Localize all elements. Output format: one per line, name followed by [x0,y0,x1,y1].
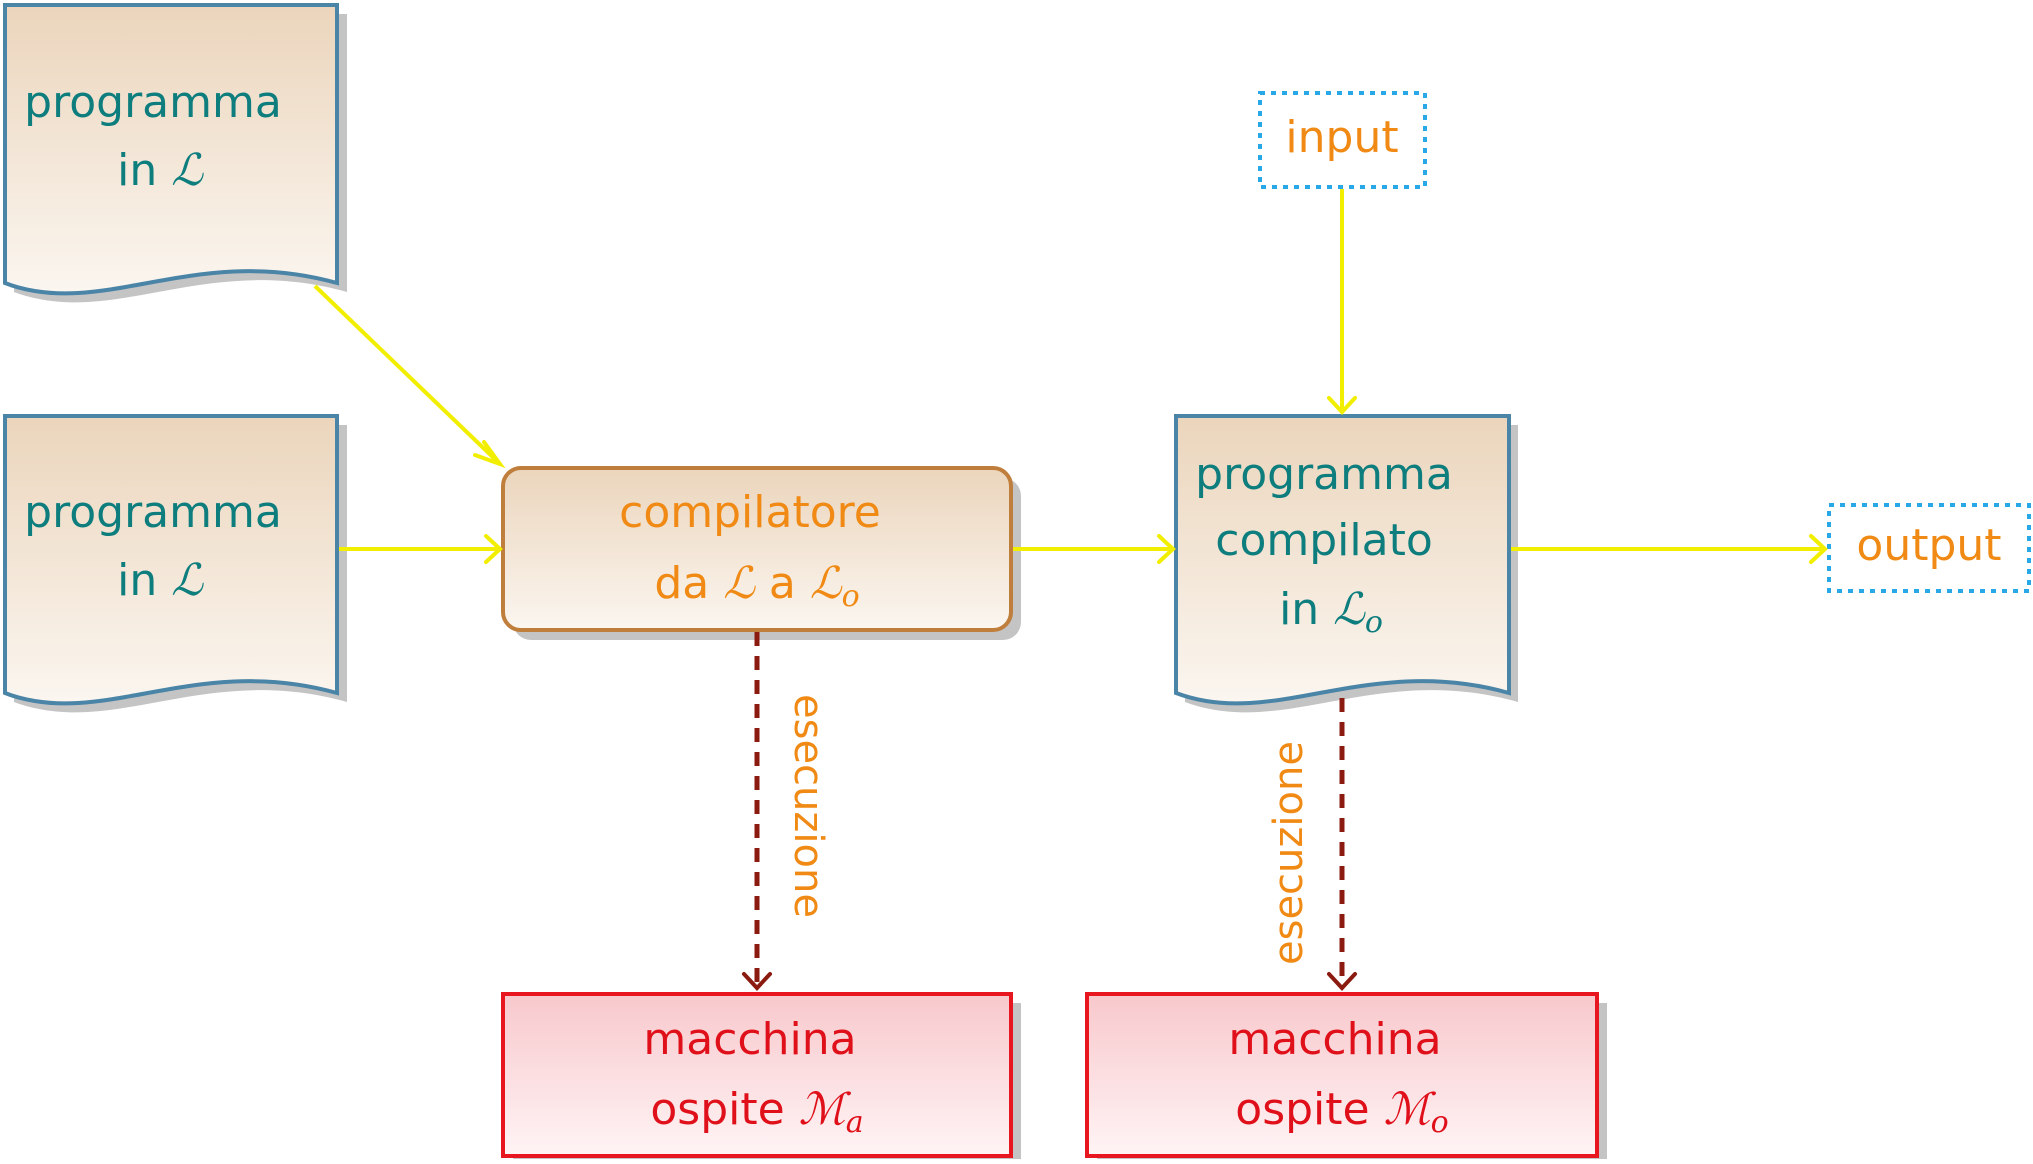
input-label: input [1285,112,1398,163]
svg-text:programma compilato: programma compilato in ℒo [1195,449,1467,640]
machine-a-node: macchina ospite ℳa [501,992,1021,1159]
input-shape [1258,91,1427,189]
yellow-arrows [313,189,1828,564]
doc-mid-line1: programma [24,487,282,538]
exec-arrow-right: esecuzione [1266,698,1357,991]
machine-a-shape [501,992,1013,1158]
exec-left-label: esecuzione [785,694,831,918]
machine-o-line1: macchina [1228,1014,1441,1065]
compiled-node: programma compilato in ℒo [1174,414,1518,713]
arrow-compiler-to-compiled [1013,534,1176,564]
compiled-line2: compilato [1215,515,1433,566]
doc-top-shape [3,3,339,296]
machine-o-line2: ospite ℳo [1235,1084,1448,1140]
compiler-line1: compilatore [619,487,881,538]
output-shape [1827,503,2031,593]
compiled-line3: in ℒo [1279,584,1383,640]
compiled-line1: programma [1195,449,1453,500]
doc-mid-node: programma in ℒ [3,414,347,713]
doc-top-line1: programma [24,77,282,128]
svg-text:programma in ℒ: programma in ℒ [24,487,296,606]
compiler-node: compilatore da ℒ a ℒo [501,466,1021,640]
exec-right-label: esecuzione [1266,741,1312,965]
machine-a-line1: macchina [643,1014,856,1065]
svg-text:macchina ospite ℳo: macchina ospite ℳo [1228,1014,1455,1140]
arrow-input-to-compiled [1327,189,1357,415]
machine-o-node: macchina ospite ℳo [1085,992,1607,1159]
doc-top-line2: in ℒ [117,145,204,196]
svg-text:compilatore da ℒ a ℒo: compilatore da ℒ a ℒo [619,487,895,614]
svg-text:programma in ℒ: programma in ℒ [24,77,296,196]
output-node: output [1827,503,2031,593]
output-label: output [1856,520,2001,571]
doc-mid-line2: in ℒ [117,555,204,606]
compiler-line2: da ℒ a ℒo [654,558,859,614]
arrow-doc-mid-to-compiler [339,534,503,564]
doc-top-node: programma in ℒ [3,3,347,303]
machine-o-shape [1085,992,1599,1158]
exec-arrow-left: esecuzione [742,632,831,991]
doc-mid-shape [3,414,339,706]
arrow-compiled-to-output [1511,534,1828,564]
compiled-shape [1174,414,1511,706]
compiler-shape [501,466,1013,632]
arrow-doc-top-to-compiler [313,284,506,469]
input-node: input [1258,91,1427,189]
svg-text:macchina ospite ℳa: macchina ospite ℳa [643,1014,870,1140]
machine-a-line2: ospite ℳa [650,1084,863,1140]
